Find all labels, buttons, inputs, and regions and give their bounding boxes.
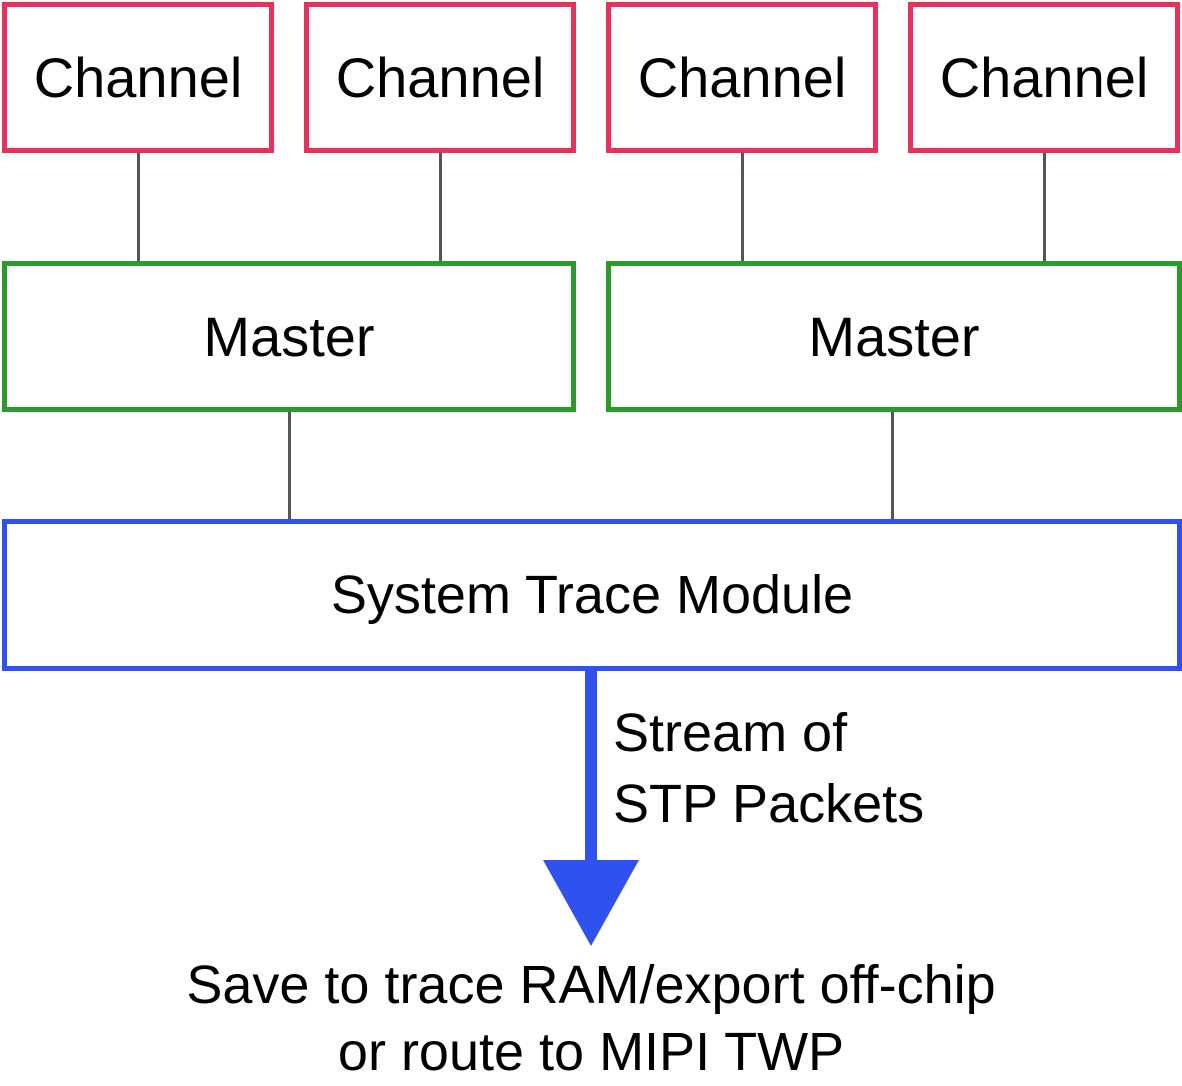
stream-label-line-2: STP Packets — [613, 774, 925, 834]
connector-channel-1-master-1 — [137, 153, 140, 261]
connector-master-1-stm — [288, 412, 291, 519]
connector-channel-4-master-2 — [1043, 153, 1046, 261]
channel-box-3: Channel — [606, 2, 878, 153]
destination-label: Save to trace RAM/export off-chip or rou… — [0, 952, 1182, 1086]
channel-label: Channel — [637, 45, 847, 109]
master-box-1: Master — [2, 261, 576, 412]
master-box-2: Master — [606, 261, 1182, 412]
output-arrow-shaft — [585, 671, 597, 871]
destination-label-line-1: Save to trace RAM/export off-chip — [186, 955, 996, 1015]
down-arrow-icon — [543, 860, 639, 946]
channel-label: Channel — [33, 45, 243, 109]
connector-channel-3-master-2 — [741, 153, 744, 261]
channel-label: Channel — [335, 45, 545, 109]
channel-box-1: Channel — [2, 2, 274, 153]
stm-label: System Trace Module — [330, 565, 854, 625]
destination-label-line-2: or route to MIPI TWP — [337, 1022, 845, 1082]
stream-label: Stream of STP Packets — [613, 698, 924, 840]
channel-box-4: Channel — [908, 2, 1180, 153]
connector-master-2-stm — [891, 412, 894, 519]
master-label: Master — [203, 304, 375, 368]
stream-label-line-1: Stream of — [613, 703, 848, 763]
system-trace-module-box: System Trace Module — [2, 519, 1182, 671]
master-label: Master — [808, 304, 980, 368]
connector-channel-2-master-1 — [439, 153, 442, 261]
channel-box-2: Channel — [304, 2, 576, 153]
channel-label: Channel — [939, 45, 1149, 109]
